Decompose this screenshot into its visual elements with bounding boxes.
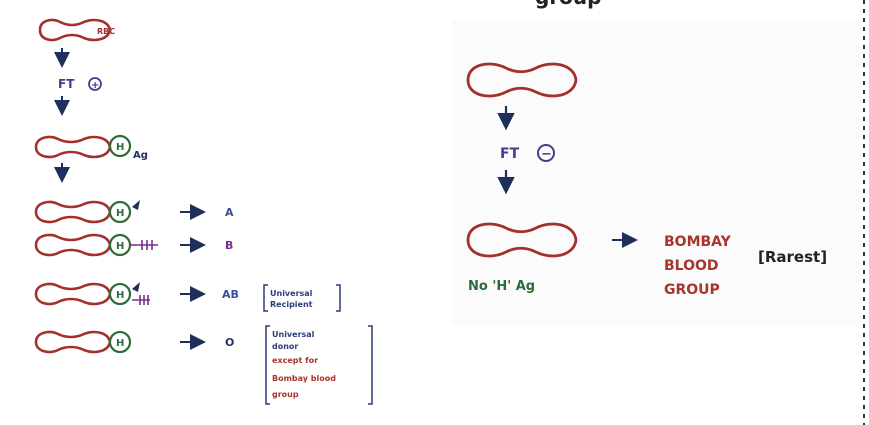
ft-label: FT (500, 146, 520, 162)
rbc-cell: RBC (38, 18, 115, 42)
ft-minus-circle (537, 144, 555, 162)
note-bracket (263, 284, 268, 312)
group-o-label: O (225, 336, 234, 349)
note-line: except for (272, 356, 318, 365)
ft-label: FT (58, 77, 75, 91)
bombay-line: GROUP (664, 282, 720, 298)
b-antigen-mark (130, 240, 158, 250)
bombay-line: BOMBAY (664, 234, 732, 250)
row-a: H A (34, 200, 234, 224)
rbc-cell-no-h (466, 222, 578, 258)
ag-label: Ag (133, 150, 148, 161)
ft-minus-symbol: − (541, 147, 552, 162)
note-line: Universal (270, 289, 313, 298)
note-bracket (265, 325, 270, 405)
b-antigen-mark (132, 295, 150, 305)
note-line: Bombay blood (272, 374, 336, 383)
group-ab-label: AB (222, 288, 239, 301)
note-line: Universal (272, 330, 315, 339)
note-bracket (336, 284, 341, 312)
a-antigen-mark (132, 282, 140, 292)
row-b: H B (34, 233, 233, 257)
no-h-antigen-label: No 'H' Ag (468, 279, 535, 294)
rbc-with-h-antigen: H Ag (34, 134, 148, 161)
h-label: H (116, 142, 124, 153)
bombay-line: BLOOD (664, 258, 719, 274)
h-label: H (116, 241, 124, 252)
rbc-label: RBC (97, 27, 115, 36)
ft-plus-symbol: + (91, 80, 99, 91)
group-b-label: B (225, 239, 233, 252)
h-label: H (116, 290, 124, 301)
h-label: H (116, 338, 124, 349)
ft-plus-circle (88, 77, 102, 91)
cut-off-heading: group (535, 0, 601, 9)
a-antigen-mark (132, 200, 140, 210)
note-line: group (272, 390, 299, 399)
h-label: H (116, 208, 124, 219)
rarest-label: [Rarest] (758, 248, 827, 266)
note-line: donor (272, 342, 298, 351)
note-bracket (368, 325, 373, 405)
row-o: H O Universal donor except for Bombay bl… (34, 325, 373, 405)
row-ab: H AB Universal Recipient (34, 282, 341, 312)
note-line: Recipient (270, 300, 313, 309)
group-a-label: A (225, 206, 234, 219)
rbc-cell (466, 62, 578, 98)
